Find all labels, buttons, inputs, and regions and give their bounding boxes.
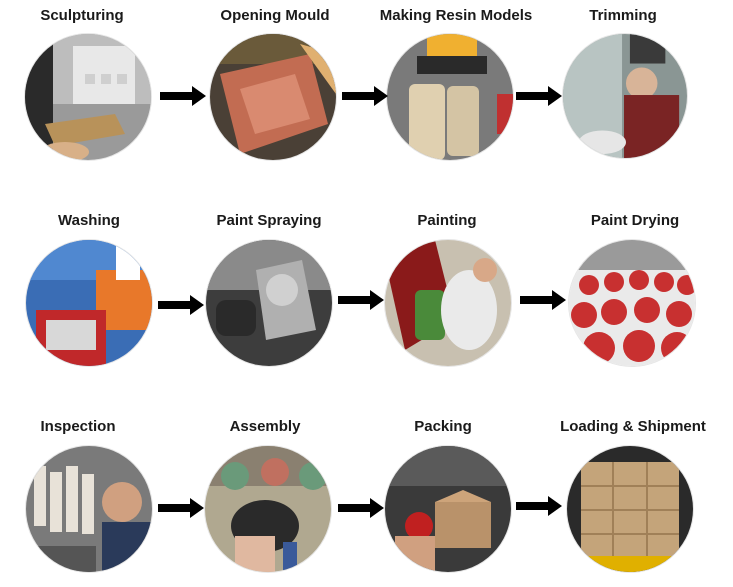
step-label: Opening Mould bbox=[220, 7, 330, 24]
mould-photo bbox=[210, 34, 336, 160]
step-label: Inspection bbox=[40, 418, 116, 435]
step-label: Trimming bbox=[589, 7, 657, 24]
step-label: Washing bbox=[58, 212, 120, 229]
arrow-right-icon bbox=[160, 86, 206, 106]
step-label: Sculpturing bbox=[40, 7, 124, 24]
washing-photo bbox=[26, 240, 152, 366]
arrow-right-icon bbox=[158, 498, 204, 518]
spraying-photo bbox=[206, 240, 332, 366]
sculpturing-photo bbox=[25, 34, 151, 160]
arrow-right-icon bbox=[342, 86, 388, 106]
step-label: Paint Drying bbox=[590, 212, 680, 229]
step-label: Packing bbox=[414, 418, 472, 435]
arrow-right-icon bbox=[520, 290, 566, 310]
trimming-photo bbox=[563, 34, 687, 158]
packing-photo bbox=[385, 446, 511, 572]
step-label: Paint Spraying bbox=[216, 212, 322, 229]
inspection-photo bbox=[26, 446, 152, 572]
arrow-right-icon bbox=[516, 86, 562, 106]
step-label: Making Resin Models bbox=[379, 7, 533, 24]
arrow-right-icon bbox=[338, 498, 384, 518]
drying-photo bbox=[569, 240, 695, 366]
step-label: Loading & Shipment bbox=[560, 418, 706, 435]
assembly-photo bbox=[205, 446, 331, 572]
step-label: Assembly bbox=[229, 418, 301, 435]
shipment-photo bbox=[567, 446, 693, 572]
arrow-right-icon bbox=[516, 496, 562, 516]
step-label: Painting bbox=[417, 212, 477, 229]
arrow-right-icon bbox=[338, 290, 384, 310]
arrow-right-icon bbox=[158, 295, 204, 315]
resin-photo bbox=[387, 34, 513, 160]
painting-photo bbox=[385, 240, 511, 366]
